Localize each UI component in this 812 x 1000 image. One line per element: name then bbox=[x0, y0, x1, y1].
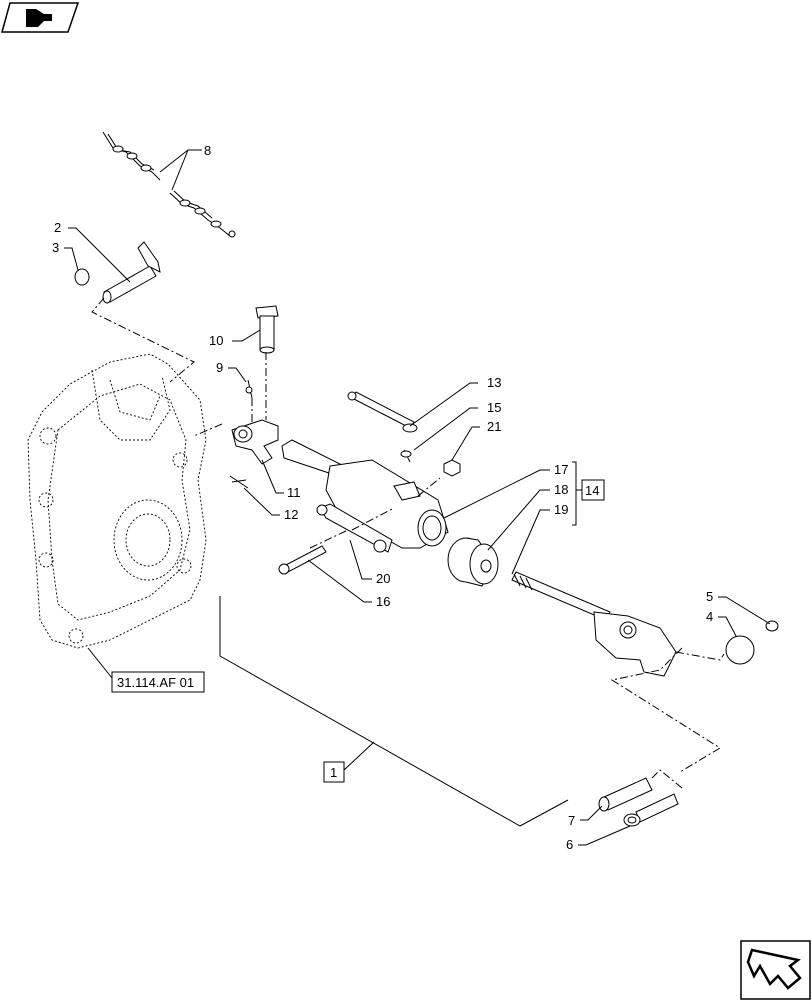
callout-14-box[interactable]: 14 bbox=[581, 479, 605, 501]
callout-1-box[interactable]: 1 bbox=[323, 761, 345, 783]
snap-ring-part bbox=[74, 268, 90, 286]
callout-10: 10 bbox=[209, 333, 223, 348]
callout-4: 4 bbox=[706, 609, 713, 624]
reference-label: 31.114.AF 01 bbox=[117, 675, 194, 690]
link-rod-part bbox=[511, 571, 677, 677]
next-page-arrow-icon[interactable] bbox=[740, 940, 811, 1000]
callout-11: 11 bbox=[287, 485, 301, 500]
callout-12: 12 bbox=[284, 507, 298, 522]
callout-20: 20 bbox=[376, 571, 390, 586]
callout-19: 19 bbox=[554, 502, 568, 517]
pin-part bbox=[102, 241, 161, 304]
callout-8: 8 bbox=[204, 143, 211, 158]
bushing-part bbox=[447, 537, 499, 587]
reference-link-box[interactable]: 31.114.AF 01 bbox=[111, 671, 205, 693]
callout-6: 6 bbox=[566, 837, 573, 852]
callout-9: 9 bbox=[216, 360, 223, 375]
callout-3: 3 bbox=[52, 240, 59, 255]
callout-15: 15 bbox=[487, 400, 501, 415]
rod-part bbox=[347, 391, 418, 433]
callout-16: 16 bbox=[376, 594, 390, 609]
eye-pin-part bbox=[623, 793, 679, 827]
leader-lines bbox=[64, 149, 771, 846]
callout-13: 13 bbox=[487, 375, 501, 390]
pin-small-part bbox=[598, 777, 653, 812]
callout-1: 1 bbox=[330, 765, 337, 780]
chain-part bbox=[102, 131, 236, 238]
screw-small-part bbox=[245, 379, 253, 399]
callout-14: 14 bbox=[585, 483, 599, 498]
callout-7: 7 bbox=[568, 813, 575, 828]
callout-18: 18 bbox=[554, 482, 568, 497]
alignment-lines bbox=[91, 297, 725, 789]
bolt-part bbox=[278, 545, 327, 575]
screw-part bbox=[400, 449, 412, 463]
callout-17: 17 bbox=[554, 462, 568, 477]
page-back-icon[interactable] bbox=[1, 2, 80, 33]
callout-21: 21 bbox=[487, 419, 501, 434]
t-pin-part bbox=[255, 305, 279, 354]
bracket-part bbox=[231, 419, 279, 465]
callout-5: 5 bbox=[706, 589, 713, 604]
callout-labels: 8 2 3 10 9 13 15 21 11 12 17 18 19 20 16… bbox=[52, 143, 713, 852]
ball-part bbox=[725, 635, 755, 665]
callout-2: 2 bbox=[54, 220, 61, 235]
cylinder-part bbox=[281, 439, 449, 549]
cotter-pin-part bbox=[229, 475, 249, 489]
nut-part bbox=[443, 459, 461, 477]
housing-part bbox=[27, 353, 207, 649]
